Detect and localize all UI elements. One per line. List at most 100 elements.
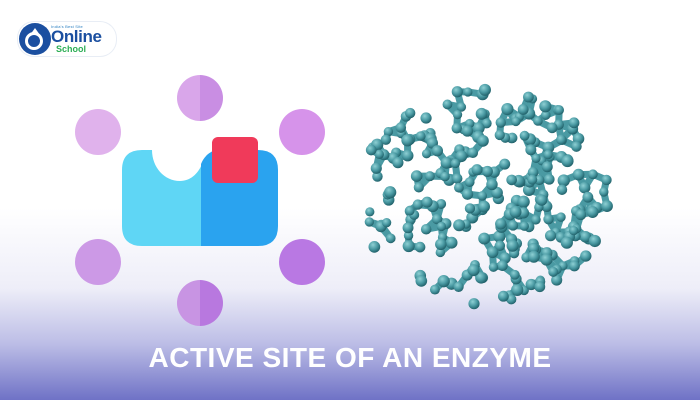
protein-atom [463, 87, 473, 97]
protein-atom [497, 290, 509, 302]
protein-atom [525, 278, 537, 291]
protein-atom [588, 234, 601, 248]
protein-atom [507, 220, 519, 231]
protein-atom [403, 230, 414, 241]
protein-atom [364, 217, 375, 227]
protein-atom [534, 281, 546, 293]
protein-atom [541, 110, 551, 120]
protein-atom [455, 150, 468, 163]
protein-atom [546, 122, 558, 134]
protein-atom [534, 174, 545, 186]
protein-atom [539, 100, 552, 113]
protein-atom [380, 134, 392, 145]
protein-atom [543, 173, 555, 185]
substrate-circle-bottom-left [75, 239, 121, 285]
protein-atom [506, 174, 517, 186]
protein-atom [511, 116, 521, 127]
protein-atom [404, 107, 416, 119]
protein-atom [541, 161, 553, 173]
protein-atom [365, 144, 377, 156]
protein-atom [477, 191, 488, 201]
protein-atom [478, 200, 490, 213]
protein-atom [588, 169, 598, 180]
protein-atom [561, 154, 574, 168]
protein-atom [531, 214, 541, 225]
protein-atom [464, 177, 475, 188]
logo-tagline: India's Best Site [51, 24, 83, 29]
protein-atom [543, 149, 553, 160]
protein-atom [506, 239, 519, 252]
protein-atom [517, 104, 529, 115]
protein-atom [506, 294, 517, 305]
protein-atom [365, 207, 375, 217]
substrate-circle-top-right [279, 109, 325, 155]
protein-atom [429, 284, 440, 295]
protein-atom [420, 112, 432, 124]
protein-atom [451, 173, 463, 184]
protein-atom [415, 275, 428, 287]
protein-atom [421, 149, 432, 159]
protein-atom [395, 122, 407, 133]
protein-atom [450, 158, 461, 169]
protein-atom [477, 134, 489, 147]
protein-atom [414, 241, 426, 253]
protein-atom [569, 225, 579, 236]
protein-atom [478, 83, 491, 96]
protein-atom [556, 134, 567, 145]
protein-atom [491, 186, 503, 199]
protein-atom [599, 187, 609, 197]
protein-atom [540, 253, 553, 266]
protein-atom [374, 149, 384, 159]
logo-mark-icon [19, 23, 51, 55]
protein-atom [392, 157, 404, 169]
protein-atom [456, 102, 467, 112]
protein-atom [467, 264, 480, 277]
protein-atom [517, 195, 530, 208]
protein-atom [383, 126, 394, 137]
protein-atom [499, 158, 511, 170]
protein-atom [525, 144, 537, 156]
protein-atom [421, 196, 433, 208]
protein-atom [472, 122, 485, 135]
protein-atom [424, 171, 435, 182]
protein-atom [405, 205, 415, 216]
protein-atom [420, 223, 432, 235]
protein-atom [579, 230, 592, 243]
protein-atom [494, 129, 505, 141]
substrate-square [212, 137, 258, 183]
protein-atom [461, 188, 474, 200]
protein-atom [453, 182, 464, 193]
protein-atom [560, 236, 573, 249]
protein-atom [412, 199, 423, 210]
protein-atom [523, 91, 534, 103]
protein-atom [435, 238, 447, 251]
page-title: ACTIVE SITE OF AN ENZYME [148, 342, 552, 373]
protein-atom [436, 221, 447, 232]
logo[interactable]: India's Best Site Online School [18, 22, 116, 56]
protein-atom [437, 275, 450, 288]
protein-atom [495, 218, 507, 230]
protein-atom [578, 181, 591, 194]
protein-atom [451, 123, 462, 134]
protein-atom [511, 283, 524, 297]
protein-atom [415, 131, 426, 141]
protein-atom [501, 102, 514, 116]
protein-atom [478, 232, 491, 245]
protein-atom [494, 240, 506, 252]
protein-atom [509, 205, 522, 218]
protein-atom [568, 260, 580, 272]
protein-atom [506, 132, 518, 144]
protein-atom [586, 206, 599, 218]
protein-atom [519, 130, 530, 141]
protein-atom [431, 145, 444, 157]
protein-atom [368, 240, 381, 253]
protein-atom [544, 230, 557, 242]
protein-atom [381, 218, 392, 228]
protein-atom [475, 107, 488, 120]
protein-atom [464, 203, 476, 214]
substrate-circles [75, 75, 325, 326]
protein-atom [440, 156, 453, 169]
protein-atom [431, 213, 443, 225]
protein-atom [572, 168, 585, 181]
